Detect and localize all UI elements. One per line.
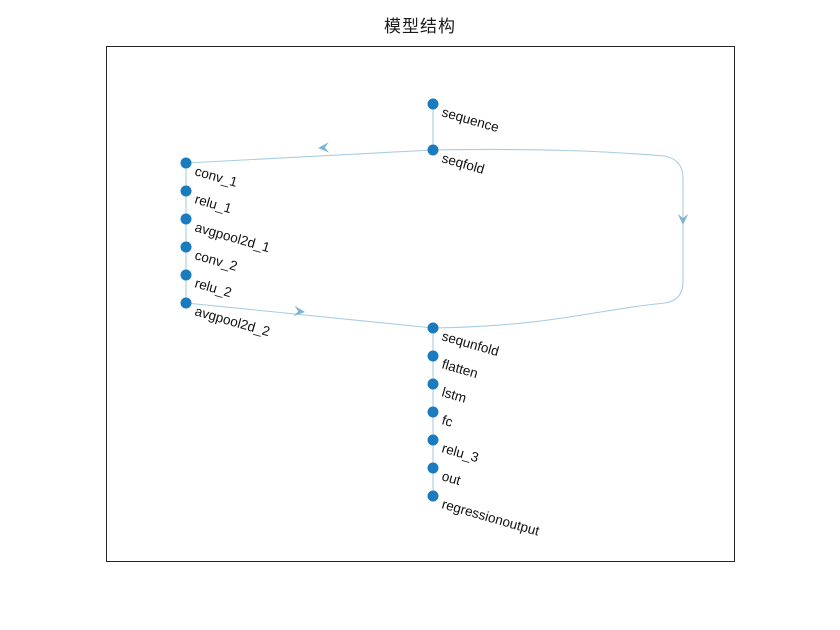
axes-border (106, 46, 735, 562)
graph-node-regressionoutput[interactable] (427, 490, 439, 502)
arrowheads-layer (293, 142, 689, 317)
graph-node-out[interactable] (427, 462, 439, 474)
node-label-relu_3: relu_3 (440, 440, 480, 465)
node-label-lstm: lstm (440, 384, 468, 405)
graph-node-avgpool2d_2[interactable] (180, 297, 192, 309)
graph-node-avgpool2d_1[interactable] (180, 213, 192, 225)
graph-node-relu_1[interactable] (180, 185, 192, 197)
node-label-seqfold: seqfold (440, 150, 486, 176)
node-label-flatten: flatten (440, 356, 479, 381)
graph-node-conv_2[interactable] (180, 241, 192, 253)
graph-node-flatten[interactable] (427, 350, 439, 362)
node-label-regressionoutput: regressionoutput (440, 496, 541, 538)
node-label-relu_2: relu_2 (193, 275, 233, 300)
arrowhead-seqfold-to-conv_1 (318, 142, 330, 153)
arrowhead-seqfold-to-sequnfold (677, 214, 689, 225)
node-label-relu_1: relu_1 (193, 191, 233, 216)
page-title: 模型结构 (384, 17, 456, 37)
graph-node-relu_2[interactable] (180, 269, 192, 281)
graph-node-relu_3[interactable] (427, 434, 439, 446)
node-label-conv_1: conv_1 (193, 163, 239, 189)
graph-node-sequence[interactable] (427, 98, 439, 110)
graph-node-lstm[interactable] (427, 378, 439, 390)
node-label-sequnfold: sequnfold (440, 328, 500, 359)
node-label-conv_2: conv_2 (193, 247, 239, 273)
graph-node-seqfold[interactable] (427, 144, 439, 156)
edge-seqfold-to-conv_1 (185, 149, 434, 164)
arrowhead-avgpool2d_2-to-sequnfold (293, 305, 305, 317)
nodes-layer (180, 98, 439, 502)
graph-node-conv_1[interactable] (180, 157, 192, 169)
graph-node-sequnfold[interactable] (427, 322, 439, 334)
node-label-sequence: sequence (440, 104, 500, 135)
graph-node-fc[interactable] (427, 406, 439, 418)
node-label-out: out (440, 468, 462, 488)
edge-avgpool2d_2-to-sequnfold (185, 302, 434, 329)
edge-seqfold-to-sequnfold (432, 148, 684, 329)
node-label-fc: fc (440, 412, 454, 429)
node-label-avgpool2d_2: avgpool2d_2 (193, 303, 271, 339)
